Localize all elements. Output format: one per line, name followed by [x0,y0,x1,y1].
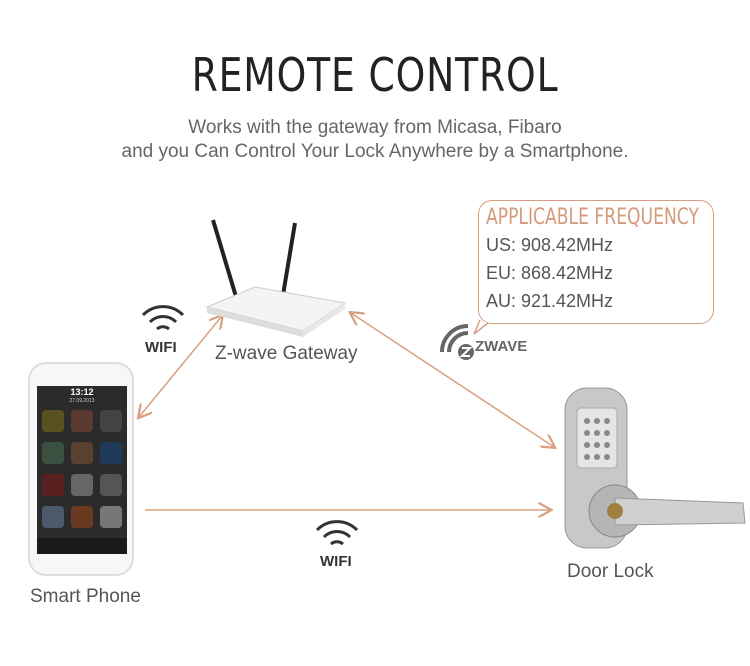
phone-label: Smart Phone [30,586,141,607]
app-tile [71,506,93,528]
frequency-us: US: 908.42MHz [486,235,614,255]
frequency-title: APPLICABLE FREQUENCY [486,205,699,230]
app-tile [42,506,64,528]
app-tile [42,474,64,496]
frequency-callout [478,200,714,324]
phone-date: 27.09.2013 [69,398,95,404]
frequency-eu: EU: 868.42MHz [486,263,614,283]
app-tile [42,442,64,464]
zwave-logo-text: ZWAVE [475,338,528,355]
frequency-au: AU: 921.42MHz [486,291,614,311]
router-icon [205,219,347,337]
gateway-label: Z-wave Gateway [215,343,358,364]
wifi-icon [315,520,359,546]
subtitle-line-1: Works with the gateway from Micasa, Fiba… [188,117,562,138]
phone-screen: 13:12 27.09.2013 [37,386,127,554]
smartphone-image: 13:12 27.09.2013 [28,362,134,576]
app-tile [71,442,93,464]
subtitle-line-2: and you Can Control Your Lock Anywhere b… [121,141,629,162]
phone-dock [37,538,127,554]
app-tile [100,410,122,432]
wifi-label-lock: WIFI [320,553,352,570]
lock-label: Door Lock [567,561,654,582]
wifi-label-gateway: WIFI [145,339,177,356]
app-tile [71,410,93,432]
phone-time: 13:12 [70,387,94,397]
arrow-phone-gateway [139,316,222,417]
app-tile [42,410,64,432]
callout-tail [473,320,489,335]
arrow-gateway-lock [351,313,554,447]
app-tile [100,506,122,528]
app-tile [100,474,122,496]
page-title: REMOTE CONTROL [191,48,559,102]
wifi-icon [141,305,185,331]
door-lock-image [564,387,746,549]
zwave-signal-icon [440,324,474,360]
app-tile [100,442,122,464]
app-tile [71,474,93,496]
